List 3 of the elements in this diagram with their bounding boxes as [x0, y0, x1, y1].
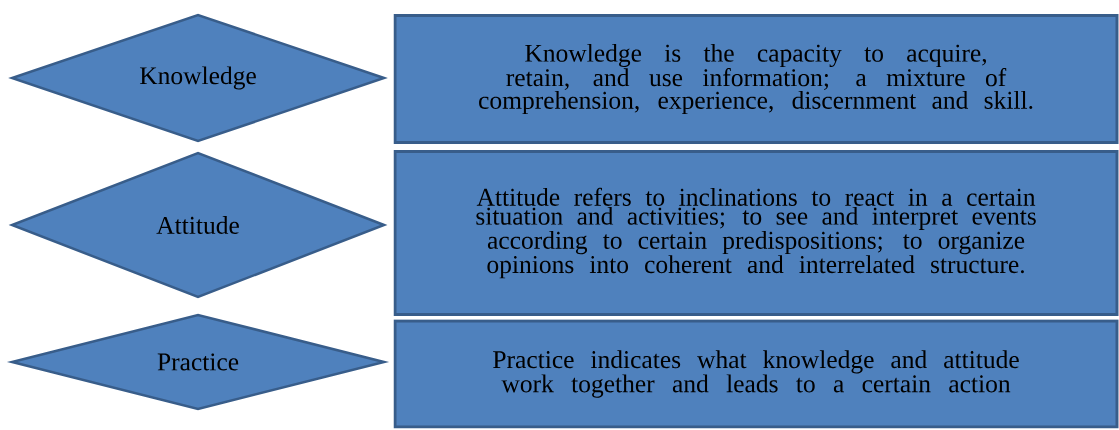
description-box: Attitude refers to inclinations to react in a certain situation and activities; to see and interpret events according to certain predispositions; to organize opinions into coherent and interrelated structure.	[393, 150, 1119, 316]
description-box: Knowledge is the capacity to acquire, retain, and use information; a mixture of comprehension, experience, discernment and skill.	[393, 14, 1119, 144]
description-box: Practice indicates what knowledge and attitude work together and leads to a certain action	[393, 319, 1119, 429]
